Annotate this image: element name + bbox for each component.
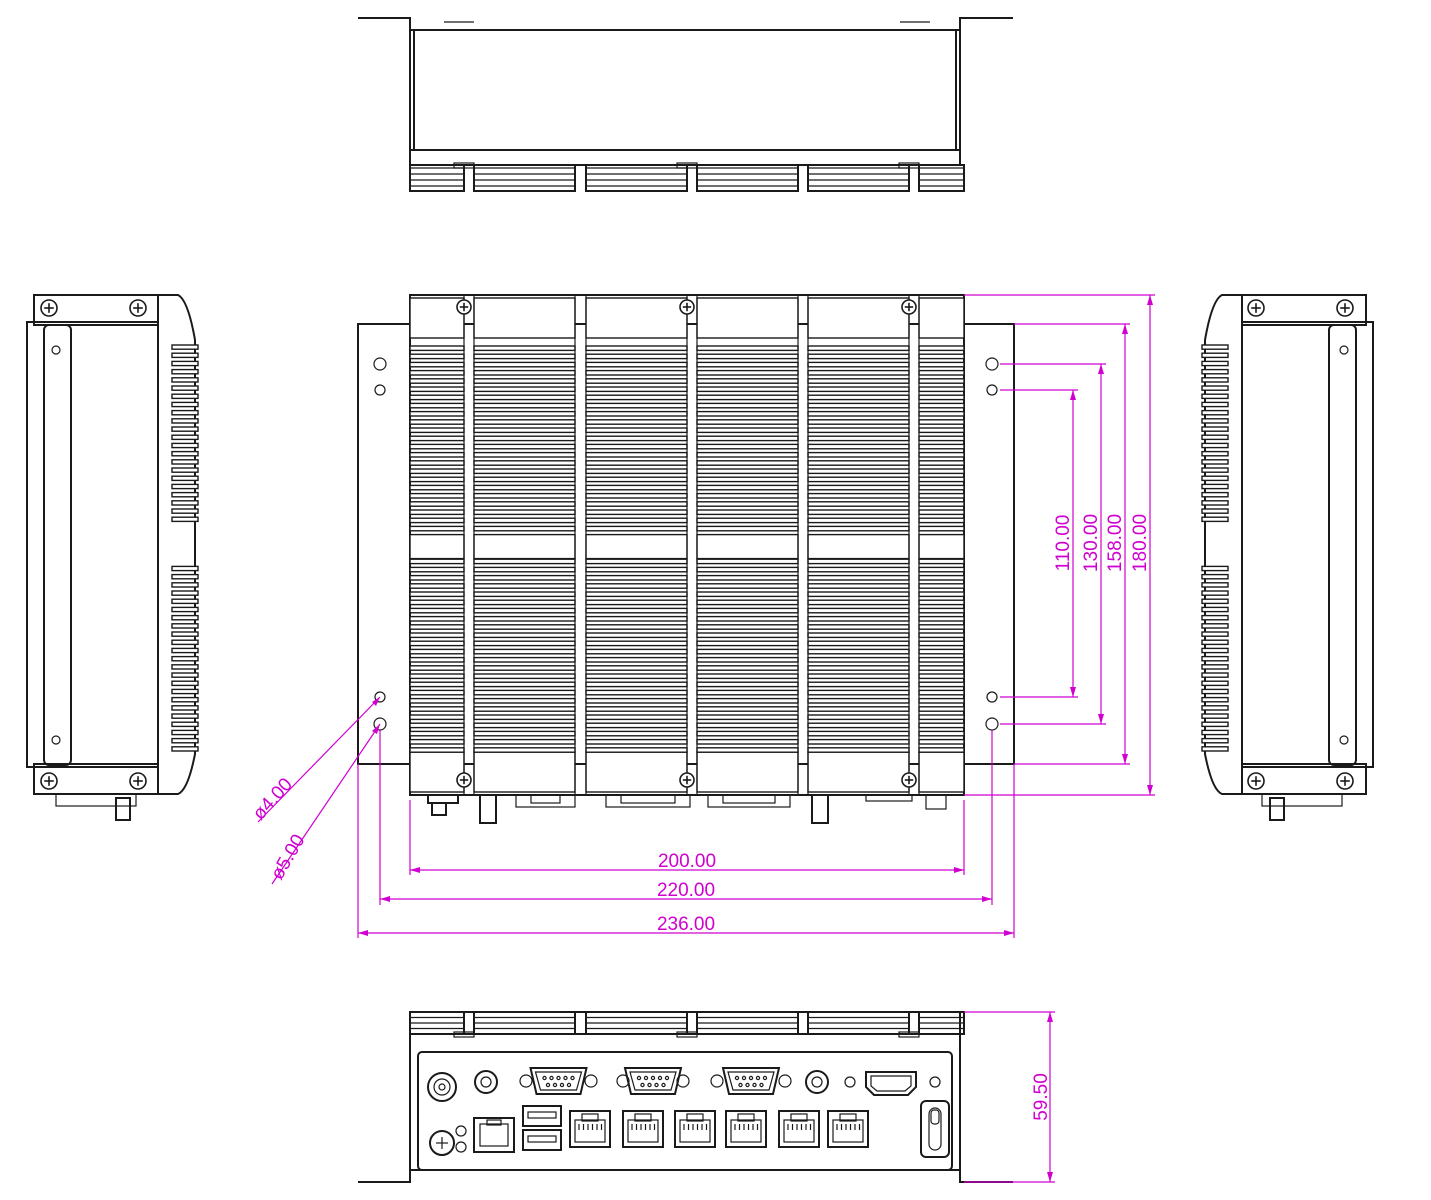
- screw-icon: [679, 299, 695, 315]
- antenna-connector-icon: [811, 794, 829, 824]
- lan-port-icon: [827, 1110, 869, 1148]
- screw-icon: [456, 772, 472, 788]
- screw-icon: [1336, 772, 1354, 790]
- screw-icon: [456, 299, 472, 315]
- antenna-right-icon: [805, 1070, 829, 1094]
- dc-jack-icon: [427, 1072, 457, 1102]
- serial-connector-icon: [515, 794, 576, 808]
- antenna-left-icon: [474, 1070, 498, 1094]
- lan-port-icon: [622, 1110, 664, 1148]
- dim-hole-4: ø4.00: [249, 774, 297, 824]
- screw-icon: [129, 772, 147, 790]
- screw-icon: [1247, 772, 1265, 790]
- screw-icon: [129, 299, 147, 317]
- serial-connector-icon: [707, 794, 791, 808]
- screw-icon: [679, 772, 695, 788]
- dim-158: 158.00: [1105, 514, 1126, 572]
- main-view: [357, 294, 1015, 824]
- dim-236: 236.00: [657, 914, 715, 935]
- lan-port-icon: [725, 1110, 767, 1148]
- right-side-view: [1201, 294, 1374, 821]
- left-side-view: [26, 294, 199, 821]
- lan-port-icon: [778, 1110, 820, 1148]
- dim-59-5: 59.50: [1031, 1073, 1052, 1121]
- serial-port-icon: [519, 1067, 598, 1095]
- dim-220: 220.00: [657, 880, 715, 901]
- serial-port-icon: [710, 1067, 792, 1095]
- screw-icon: [1247, 299, 1265, 317]
- serial-connector-icon: [605, 794, 691, 808]
- serial-port-icon: [616, 1067, 690, 1095]
- io-view: [358, 1011, 1013, 1183]
- screw-icon: [40, 772, 58, 790]
- usb-port-bottom-icon: [522, 1129, 562, 1151]
- antenna-base-icon: [427, 794, 459, 804]
- dim-200: 200.00: [658, 851, 716, 872]
- lan-port-icon: [674, 1110, 716, 1148]
- antenna-connector-icon: [479, 794, 497, 824]
- dimension-lines: 200.00 220.00 236.00 110.00 130.00 158.0…: [249, 294, 1155, 1183]
- power-button-icon: [429, 1130, 455, 1156]
- top-view: [358, 17, 1013, 192]
- power-switch-icon: [920, 1100, 950, 1158]
- hdmi-port-icon: [865, 1071, 917, 1096]
- lan-port-icon: [569, 1110, 611, 1148]
- mgmt-lan-port-icon: [473, 1117, 515, 1153]
- screw-icon: [40, 299, 58, 317]
- dim-hole-5: ø5.00: [267, 831, 309, 884]
- screw-icon: [1336, 299, 1354, 317]
- dim-110: 110.00: [1053, 515, 1074, 572]
- dim-130: 130.00: [1081, 514, 1102, 572]
- dim-180: 180.00: [1130, 514, 1151, 572]
- screw-icon: [901, 299, 917, 315]
- screw-icon: [901, 772, 917, 788]
- usb-port-top-icon: [522, 1105, 562, 1127]
